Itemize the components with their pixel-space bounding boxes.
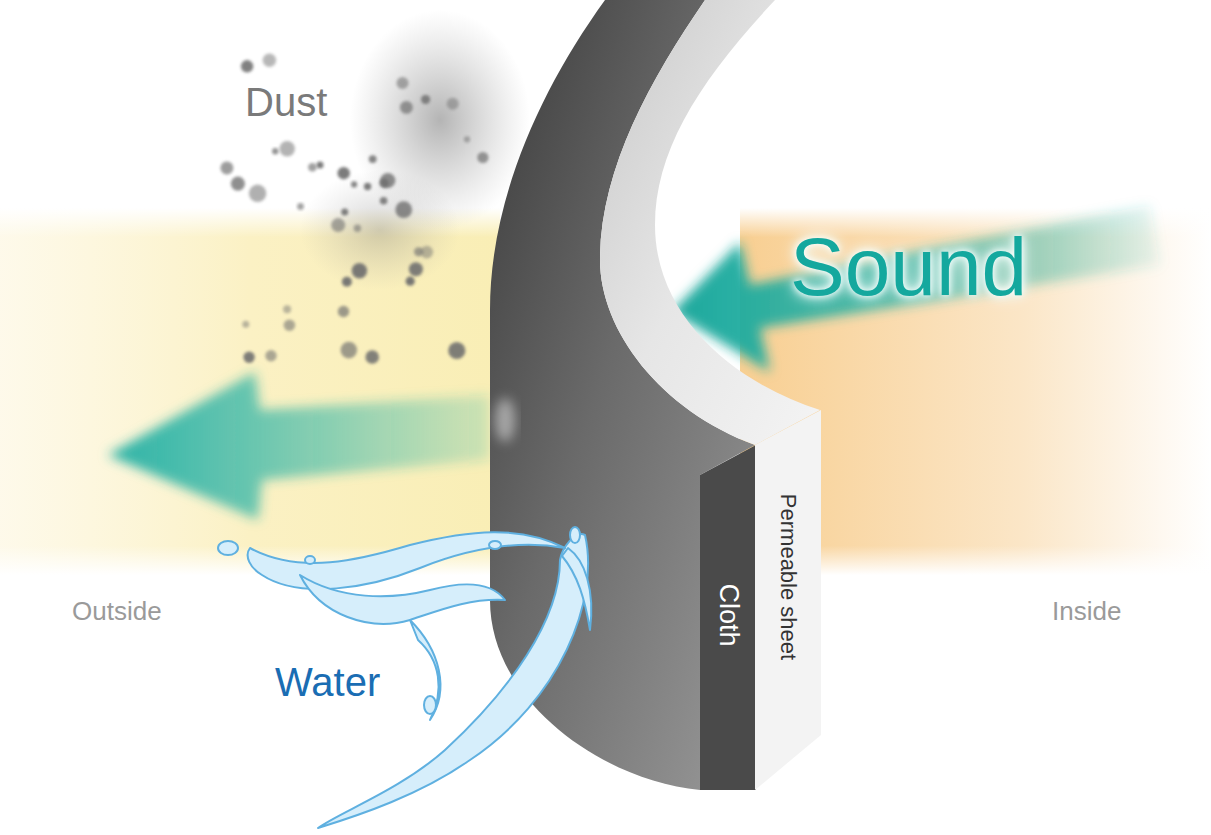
cloth-face: Cloth xyxy=(700,440,756,790)
dust-particle xyxy=(365,350,379,364)
dust-particle xyxy=(283,305,291,313)
dust-particle xyxy=(447,98,459,110)
dust-particle xyxy=(342,277,352,287)
dust-particle xyxy=(464,136,470,142)
layer-face-shape xyxy=(755,410,821,790)
dust-particle xyxy=(380,173,395,188)
dust-particle xyxy=(317,162,324,169)
layer-name: Permeable sheet xyxy=(776,494,800,660)
dust-particle xyxy=(280,141,295,156)
dust-particle xyxy=(297,203,304,210)
inside-label: Inside xyxy=(1052,597,1121,626)
dust-particle xyxy=(352,263,367,278)
dust-particle xyxy=(284,319,296,331)
dust-particle xyxy=(448,342,465,359)
dust-particle xyxy=(400,101,413,114)
permeable-sheet-face: Permeable sheet xyxy=(755,410,821,790)
dust-label: Dust xyxy=(245,80,327,124)
dust-particle xyxy=(242,321,249,328)
dust-particle xyxy=(308,163,317,172)
water-label: Water xyxy=(275,660,380,704)
dust-particle xyxy=(354,225,361,232)
dust-particle xyxy=(477,152,488,163)
dust-particle xyxy=(421,95,430,104)
dust-particle xyxy=(338,306,349,317)
dust-particle xyxy=(409,262,423,276)
dust-particle xyxy=(249,185,266,202)
dust-particle xyxy=(414,247,423,256)
dust-particle xyxy=(341,342,358,359)
dust-particle xyxy=(341,208,348,215)
dust-particle xyxy=(369,155,377,163)
dust-particle xyxy=(380,197,388,205)
dust-particle xyxy=(351,181,357,187)
dust-particle xyxy=(263,54,276,67)
dust-particle xyxy=(406,277,415,286)
dust-particle xyxy=(364,183,371,190)
dust-particle xyxy=(231,177,245,191)
sound-label: Sound xyxy=(790,222,1027,312)
dust-particle xyxy=(272,148,278,154)
dust-particle xyxy=(241,60,253,72)
dust-particle xyxy=(338,167,350,179)
layer-name: Cloth xyxy=(713,583,743,646)
dust-particle xyxy=(243,352,254,363)
dust-particle xyxy=(331,218,345,232)
dust-particle xyxy=(397,77,409,89)
layer-face-shape xyxy=(700,445,756,790)
dust-particle xyxy=(265,350,276,361)
dust-particle xyxy=(220,161,233,174)
outside-label: Outside xyxy=(72,597,162,626)
dust-particle xyxy=(395,201,412,218)
